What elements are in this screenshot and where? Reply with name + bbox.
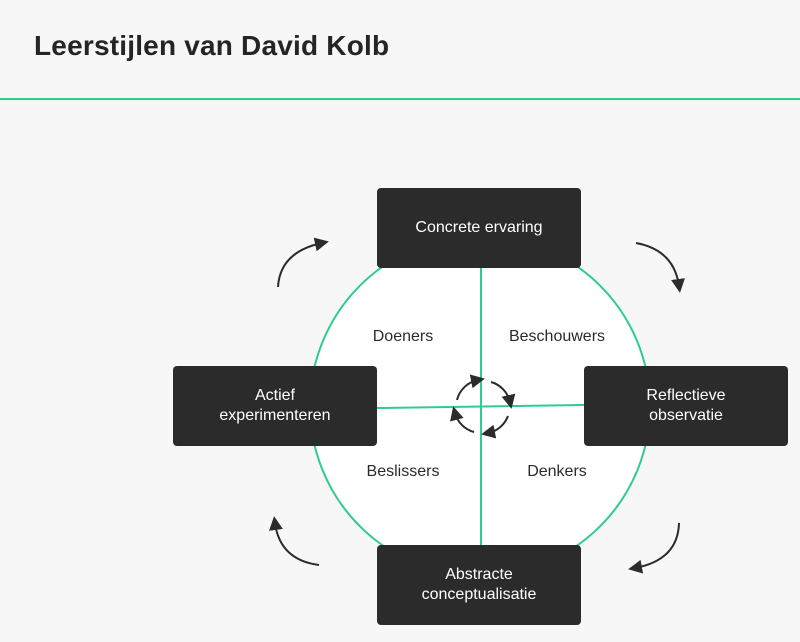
curved-arrow-icon-bottom-right: [628, 522, 680, 574]
quadrant-label-doeners: Doeners: [372, 328, 434, 345]
page-header: Leerstijlen van David Kolb: [0, 0, 800, 100]
stage-abstract-conceptualization: Abstracte conceptualisatie: [377, 545, 581, 625]
quadrant-label-beslissers: Beslissers: [366, 463, 440, 480]
stage-concrete-experience: Concrete ervaring: [377, 188, 581, 268]
quadrant-label-beschouwers: Beschouwers: [508, 328, 606, 345]
quadrant-label-denkers: Denkers: [527, 463, 587, 480]
page-title: Leerstijlen van David Kolb: [34, 30, 390, 61]
cycle-arrows-icon: [450, 374, 516, 439]
stage-reflective-observation: Reflectieve observatie: [584, 366, 788, 446]
curved-arrow-icon-top-left: [277, 237, 329, 288]
horizontal-divider: [376, 404, 585, 409]
stage-active-experimentation: Actief experimenteren: [173, 366, 377, 446]
curved-arrow-icon-bottom-left: [269, 516, 320, 566]
curved-arrow-icon-top-right: [635, 242, 685, 293]
